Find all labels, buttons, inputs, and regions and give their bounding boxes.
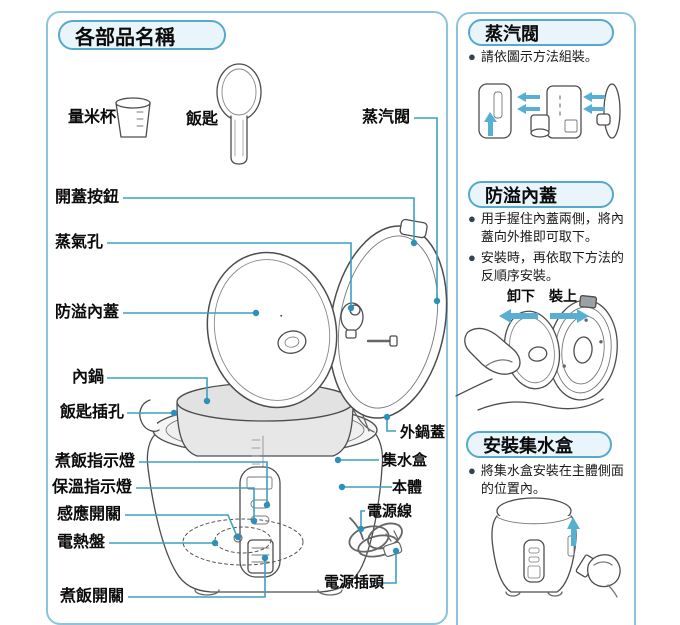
label-lid-open-button: 開蓋按鈕 (55, 189, 120, 206)
page-title: 各部品名稱 (58, 20, 226, 50)
leader-dots (170, 239, 441, 562)
rice-paddle-drawing (216, 63, 262, 165)
bullet-dot: ● (468, 249, 476, 265)
steam-valve-assembly-drawing (478, 83, 621, 139)
assembly-arrows (484, 92, 605, 546)
label-measuring-cup: 量米杯 (68, 109, 117, 126)
steam-valve-on-lid-drawing (340, 302, 398, 347)
remove-label: 卸下 (507, 288, 535, 304)
section-inner-lid-bullets: ●用手握住內蓋兩側，將內蓋向外推即可取下。 ●安裝時，再依取下方法的反順序安裝。 (468, 210, 630, 288)
outer-lid-drawing (328, 218, 448, 419)
label-overflow-inner-lid: 防溢內蓋 (55, 304, 120, 321)
measuring-cup-drawing (115, 97, 151, 138)
leader-lines (107, 117, 438, 598)
bullet-text: 用手握住內蓋兩側，將內蓋向外推即可取下。 (480, 211, 624, 245)
bullet-dot: ● (468, 211, 476, 226)
bullet-text: 安裝時，再依取下方法的反順序安裝。 (480, 249, 624, 284)
label-water-box: 集水盒 (382, 452, 428, 469)
label-paddle-slot: 飯匙插孔 (60, 404, 125, 421)
inner-lid-removal-drawing (455, 295, 618, 411)
label-rice-paddle: 飯匙 (186, 111, 219, 128)
up-arrow-icon (567, 517, 580, 546)
label-power-plug: 電源插頭 (324, 574, 385, 591)
section-title-install-water-box: 安裝集水盒 (466, 431, 612, 458)
install-water-box-drawing (491, 497, 621, 598)
bullet-dot: ● (468, 49, 476, 64)
section-title-steam-valve: 蒸汽閥 (468, 19, 614, 46)
label-sensor-switch: 感應開關 (57, 506, 122, 523)
hand-drawing (455, 327, 521, 397)
label-cook-indicator: 煮飯指示燈 (55, 453, 136, 470)
label-outer-lid: 外鍋蓋 (400, 424, 446, 441)
remove-arrow-icon (499, 309, 538, 323)
section-title-inner-lid: 防溢內蓋 (468, 181, 614, 208)
label-heating-plate: 電熱盤 (57, 534, 106, 551)
inner-lid-drawing (206, 251, 338, 409)
hand-drawing (586, 554, 621, 598)
label-steam-valve: 蒸汽閥 (362, 109, 411, 126)
bullet-text: 請依圖示方法組裝。 (480, 49, 598, 64)
section-water-box-bullets: ● 將集水盒安裝在主體側面的位置內。 (468, 462, 630, 501)
bullet-dot: ● (468, 463, 476, 478)
attach-arrow-icon (550, 309, 589, 323)
up-arrow-icon (484, 112, 497, 136)
label-inner-pot: 內鍋 (72, 369, 105, 386)
power-cord-drawing (348, 517, 403, 558)
label-power-cord: 電源線 (367, 503, 413, 520)
attach-label: 裝上 (549, 288, 577, 304)
label-main-body: 本體 (392, 479, 423, 496)
control-panel-drawing (239, 466, 281, 578)
label-steam-hole: 蒸氣孔 (55, 234, 104, 251)
label-cook-switch: 煮飯開關 (60, 588, 125, 605)
bullet-text: 將集水盒安裝在主體側面的位置內。 (480, 463, 624, 497)
label-warm-indicator: 保溫指示燈 (52, 479, 133, 496)
section-steam-valve-bullets: ● 請依圖示方法組裝。 (468, 48, 630, 68)
